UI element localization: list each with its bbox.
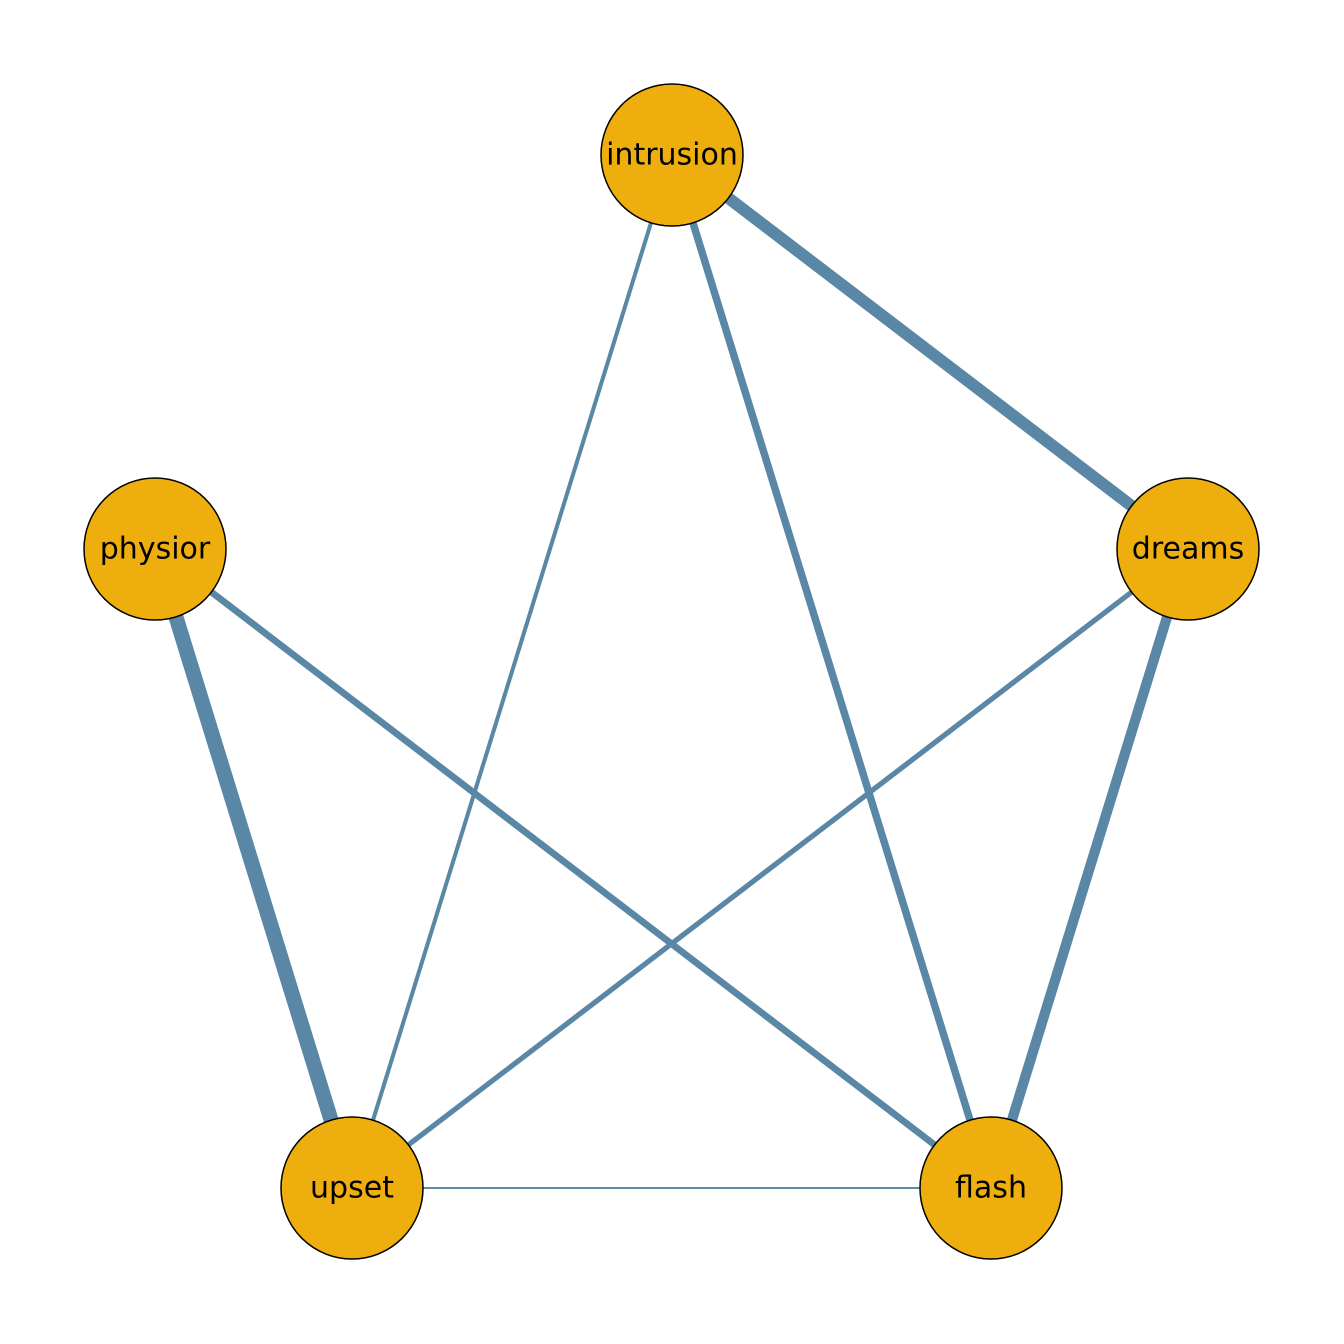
node-circle-physior — [83, 477, 227, 621]
node-circle-upset — [280, 1116, 424, 1260]
edge-dreams-flash — [986, 547, 1193, 1190]
node-intrusion: intrusion — [600, 83, 744, 227]
node-circle-flash — [919, 1116, 1063, 1260]
node-label-physior: physior — [100, 532, 211, 567]
node-label-flash: flash — [955, 1171, 1027, 1206]
edge-physior-flash — [152, 546, 994, 1191]
edge-physior-upset — [147, 546, 360, 1191]
node-upset: upset — [280, 1116, 424, 1260]
node-circle-dreams — [1116, 477, 1260, 621]
node-flash: flash — [919, 1116, 1063, 1260]
node-circle-intrusion — [600, 83, 744, 227]
nodes-layer: intrusion dreams flash upset physior — [83, 83, 1260, 1260]
edge-intrusion-dreams — [668, 150, 1192, 554]
edge-dreams-upset — [350, 546, 1190, 1191]
edges-layer — [147, 150, 1193, 1191]
edge-intrusion-upset — [350, 154, 674, 1189]
edge-intrusion-flash — [668, 153, 995, 1190]
node-dreams: dreams — [1116, 477, 1260, 621]
node-physior: physior — [83, 477, 227, 621]
node-label-upset: upset — [310, 1171, 394, 1206]
node-label-intrusion: intrusion — [606, 138, 738, 173]
node-label-dreams: dreams — [1132, 532, 1244, 567]
